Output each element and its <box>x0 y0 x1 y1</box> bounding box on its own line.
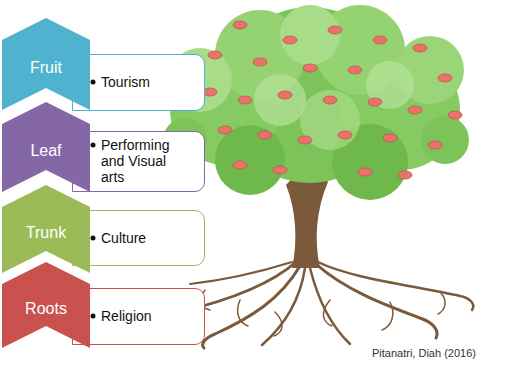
bullet-dot <box>90 142 96 148</box>
text-box: Culture <box>72 210 205 266</box>
source-caption: Pitanatri, Diah (2016) <box>372 347 476 359</box>
tree-roots <box>167 262 473 348</box>
box-text-holder: Performing and Visual arts <box>101 137 181 185</box>
bullet-dot <box>90 313 96 319</box>
chevron-label: Trunk <box>2 185 90 273</box>
tree-canopy <box>163 5 469 200</box>
text-box: Religion <box>72 288 205 345</box>
bullet-dot <box>90 235 96 241</box>
box-text-holder: Culture <box>101 230 181 246</box>
chevron-text: Roots <box>2 300 90 318</box>
chevron-label: Leaf <box>2 102 90 192</box>
chevron-text: Fruit <box>2 59 90 77</box>
box-text: Tourism <box>101 74 181 90</box>
box-text: Performing and Visual arts <box>101 137 181 185</box>
box-text-holder: Religion <box>101 308 181 324</box>
bullet-dot <box>90 79 96 85</box>
chevron-label: Roots <box>2 262 90 348</box>
box-text-holder: Tourism <box>101 74 181 90</box>
box-text: Religion <box>101 308 181 324</box>
chevron-text: Leaf <box>2 142 90 160</box>
box-text: Culture <box>101 230 181 246</box>
text-box: Tourism <box>72 54 205 111</box>
text-box: Performing and Visual arts <box>72 131 205 192</box>
chevron-text: Trunk <box>2 224 90 242</box>
tree-fruits <box>203 21 462 179</box>
chevron-label: Fruit <box>2 18 90 110</box>
